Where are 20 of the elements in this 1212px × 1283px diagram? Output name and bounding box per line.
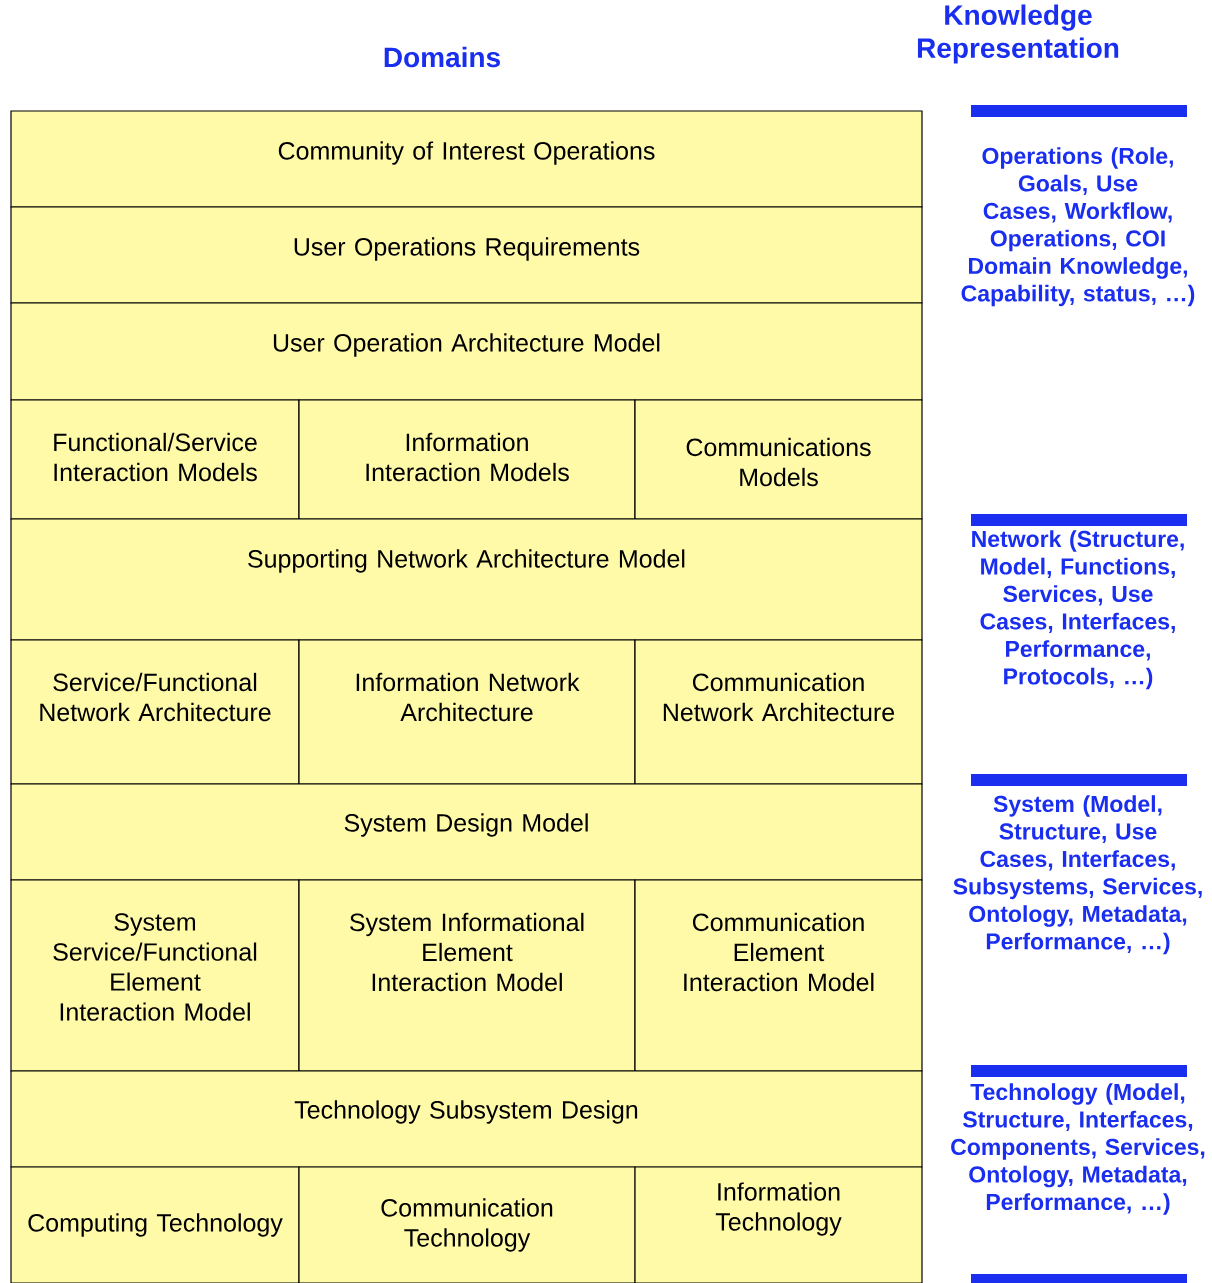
column-heading: Knowledge Representation [917,4,1119,64]
grid-cell: Community of Interest Operations [10,110,923,208]
grid-cell: Functional/Service Interaction Models [10,399,300,520]
description-text: System (Model, Structure, Use Cases, Interfaces, Subsystems, Services, Ontology, Metadata, Performance, …) [953,795,1202,955]
grid-cell: Computing Technology [10,1166,300,1283]
grid-cell: Communication Element Interaction Model [634,879,923,1072]
grid-cell: System Service/Functional Element Interaction Model [10,879,300,1072]
description-text: Technology (Model, Structure, Interfaces, Components, Services, Ontology, Metadata, Performance, …) [951,1083,1205,1215]
grid-cell: Communication Network Architecture [634,639,923,785]
grid-cell: Communication Technology [298,1166,636,1283]
description-text: Network (Structure, Model, Functions, Services, Use Cases, Interfaces, Performance, Protocols, …) [972,530,1184,690]
grid-cell: Service/Functional Network Architecture [10,639,300,785]
grid-cell: Information Technology [634,1166,923,1283]
grid-cell: Communications Models [634,399,923,520]
column-heading: Domains [384,46,500,68]
description-text: Operations (Role, Goals, Use Cases, Workflow, Operations, COI Domain Knowledge, Capability, status, …) [961,147,1195,307]
grid-cell: Information Interaction Models [298,399,636,520]
grid-cell: Information Network Architecture [298,639,636,785]
grid-cell: User Operations Requirements [10,206,923,304]
grid-cell: System Informational Element Interaction Model [298,879,636,1072]
